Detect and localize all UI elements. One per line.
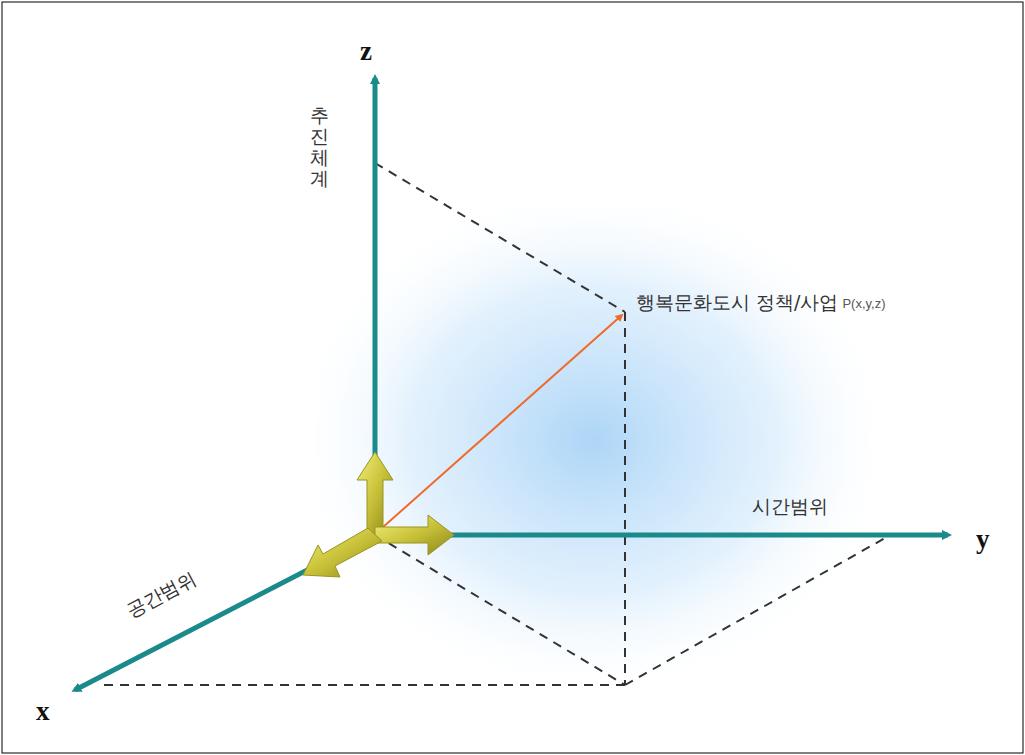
axis-label: x (36, 696, 50, 727)
point-coordinates: P(x,y,z) (842, 296, 885, 311)
axis-label: y (976, 524, 990, 555)
projection-lines (100, 163, 885, 685)
vector-arrow (382, 315, 622, 528)
axis-label: z (360, 36, 372, 67)
axis-title: 시간범위 (752, 494, 828, 520)
axis-title: 공간범위 (122, 566, 201, 625)
axis-title: 추진체계 (310, 105, 329, 189)
glow-area (315, 205, 870, 675)
axis-lines (75, 78, 948, 690)
origin-arrows (303, 452, 454, 577)
point-label: 행복문화도시 정책/사업 (636, 290, 838, 316)
